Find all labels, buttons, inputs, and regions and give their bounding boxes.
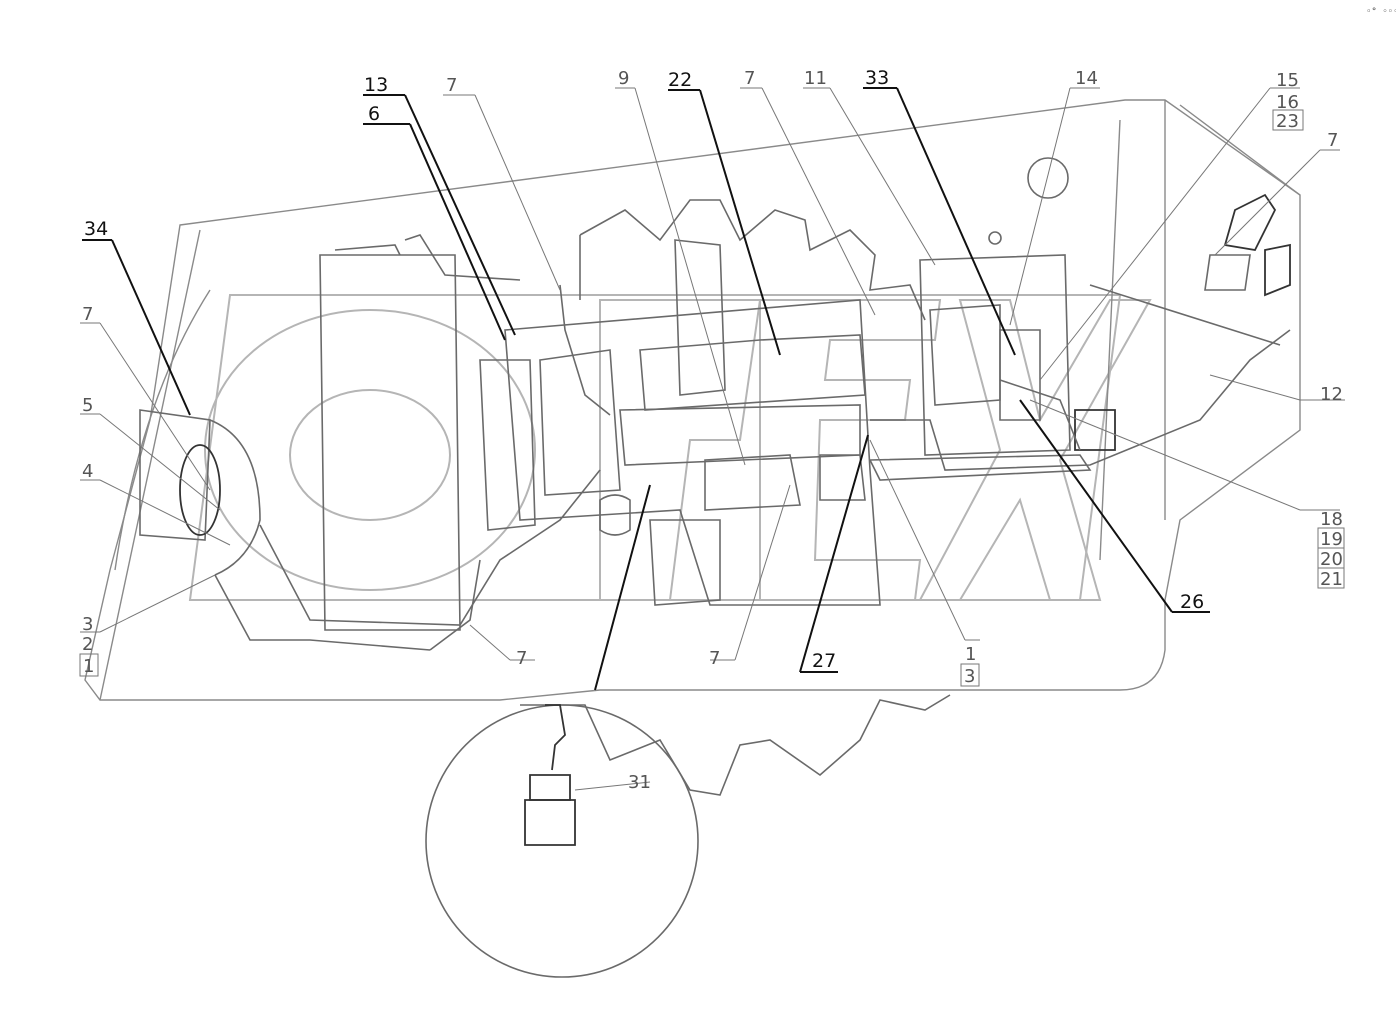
corner-mark: ◦° ◦◦◦ [1366, 7, 1396, 17]
horn-assembly [139, 409, 431, 651]
sprocket-gear [520, 199, 951, 796]
callout-3-bottom-box [960, 663, 980, 687]
callout-34: 34 [84, 218, 108, 240]
callout-13: 13 [364, 74, 388, 96]
callout-26: 26 [1180, 591, 1204, 613]
callout-7-top-2: 7 [744, 68, 755, 89]
callout-7-top-1: 7 [446, 75, 457, 96]
callout-3-bottom: 3 [964, 666, 975, 687]
callout-18: 18 [1320, 509, 1343, 530]
callout-23: 23 [1276, 111, 1299, 132]
callout-21-box [1317, 567, 1345, 589]
callout-7-bottom-2: 7 [709, 648, 720, 669]
callout-4: 4 [82, 461, 93, 482]
callout-27: 27 [812, 650, 836, 672]
callout-2-left: 2 [82, 634, 93, 655]
callout-23-box [1272, 109, 1304, 131]
callout-7-left: 7 [82, 304, 93, 325]
watermark-logo [188, 294, 1152, 601]
radiator-block [319, 234, 521, 631]
engine-block [479, 239, 881, 606]
callout-5: 5 [82, 395, 93, 416]
callout-1-bottom: 1 [965, 644, 976, 665]
callout-19: 19 [1320, 529, 1343, 550]
callout-20: 20 [1320, 549, 1343, 570]
callout-21: 21 [1320, 569, 1343, 590]
callout-9: 9 [618, 68, 629, 89]
callout-33: 33 [865, 67, 889, 89]
callout-1-left: 1 [83, 656, 94, 677]
callout-12: 12 [1320, 384, 1343, 405]
callout-1-left-box [79, 653, 99, 677]
callout-6: 6 [368, 103, 380, 125]
callout-3-left: 3 [82, 614, 93, 635]
detail-view-circle [425, 704, 699, 978]
leader-lines [80, 87, 1345, 661]
callout-16: 16 [1276, 92, 1299, 113]
vehicle-body-outline [84, 99, 1301, 701]
callout-7-right: 7 [1327, 130, 1338, 151]
callout-7-bottom-1: 7 [516, 648, 527, 669]
wiring-harness [259, 284, 1291, 651]
callout-22: 22 [668, 69, 692, 91]
callout-31: 31 [628, 772, 651, 793]
callout-11: 11 [804, 68, 827, 89]
callout-15: 15 [1276, 70, 1299, 91]
leader-lines-bold [82, 87, 1210, 691]
electrical-panel [868, 157, 1092, 481]
callout-14: 14 [1075, 68, 1098, 89]
callout-labels: 13 6 7 9 22 7 11 33 14 15 16 23 7 34 7 5… [79, 67, 1345, 793]
